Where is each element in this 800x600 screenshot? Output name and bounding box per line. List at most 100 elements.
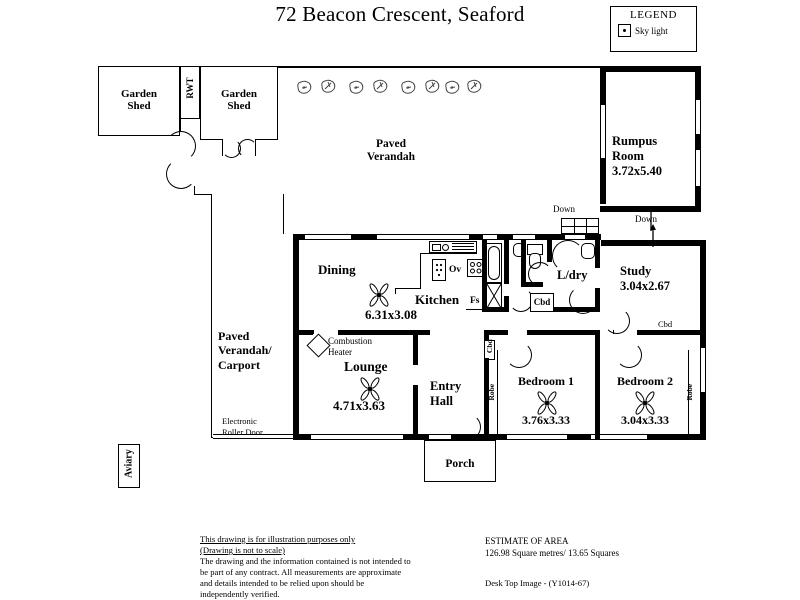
entry-door-bottom [429, 434, 453, 440]
legend-row-skylight: Sky light [618, 24, 696, 37]
lounge-wall-right-b [413, 385, 418, 440]
house-wall-top-d [497, 234, 515, 240]
rumpus-wall-left-a [600, 66, 606, 111]
bedroom1-dims: 3.76x3.33 [522, 413, 570, 427]
bedroom2-dims: 3.04x3.33 [621, 413, 669, 427]
rumpus-room-label: Rumpus Room 3.72x5.40 [612, 134, 662, 178]
sink-bowl-left [432, 243, 441, 251]
hall-top-wall-b [527, 330, 600, 335]
bedroom2-label: Bedroom 2 [616, 374, 674, 388]
roller-door-opening [213, 434, 293, 439]
shrub-icon [372, 79, 389, 94]
bedroom2-door-arc [616, 342, 642, 368]
ceiling-fan-icon [537, 391, 557, 415]
wc-window-top [513, 234, 537, 240]
disclaimer-line-1: This drawing is for illustration purpose… [200, 534, 356, 544]
combustion-heater-label: Combustion Heater [328, 336, 373, 357]
disclaimer-body: The drawing and the information containe… [200, 556, 411, 599]
garden-shed-1 [98, 66, 180, 136]
house-wall-top-a [293, 234, 307, 240]
study-door-arc [604, 308, 630, 334]
rumpus-wall-left-c [600, 174, 606, 204]
house-wall-top-c [469, 234, 485, 240]
porch-label: Porch [445, 458, 475, 470]
study-wall-top [601, 240, 701, 246]
east-wall-b [700, 332, 706, 350]
lounge-wall-right-a [413, 335, 418, 365]
house-wall-top-f [585, 234, 601, 240]
kitchen-label: Kitchen [415, 292, 460, 307]
laundry-wall-right-b [595, 288, 600, 312]
paved-verandah-label: Paved Verandah [366, 138, 416, 163]
robe-label-bedroom2: Robe [684, 383, 694, 401]
laundry-door-arc-2 [569, 286, 597, 314]
estimate-heading: ESTIMATE OF AREA [485, 536, 569, 546]
rumpus-window-right-b [695, 150, 701, 188]
study-label: Study 3.04x2.67 [620, 264, 670, 293]
disclaimer-line-2: (Drawing is not to scale) [200, 545, 285, 555]
hall-top-wall-c [637, 330, 706, 335]
rumpus-wall-left-b [600, 158, 606, 176]
oven-label: Ov [449, 265, 462, 275]
bath-wall-left [482, 240, 487, 312]
shower-cross-icon [486, 283, 502, 309]
combustion-heater-icon [306, 333, 331, 358]
rumpus-window-right-a [695, 100, 701, 136]
legend-box: LEGEND Sky light [610, 6, 697, 52]
rumpus-wall-top [600, 66, 701, 72]
wc-door-arc [528, 262, 552, 286]
ceiling-fan-icon [369, 283, 389, 307]
cupboard-hallway [530, 293, 554, 312]
lounge-label: Lounge [344, 359, 388, 374]
house-wall-left [293, 234, 299, 440]
bedroom1-label: Bedroom 1 [517, 374, 575, 388]
dining-window-top [305, 234, 353, 240]
shrub-icon [348, 80, 365, 95]
house-wall-top-b [351, 234, 379, 240]
sky-light-icon [618, 24, 631, 37]
wc-wall-bottom [521, 282, 543, 287]
entry-door-arc [455, 414, 481, 440]
bath-wall-right-b [504, 296, 509, 312]
lounge-wall-top-a [299, 330, 313, 335]
cupboard-label-study: Cbd [658, 319, 673, 329]
robe-label-bedroom1: Robe [486, 383, 496, 401]
wc-wall-left [521, 240, 526, 286]
dining-label: Dining [318, 262, 356, 277]
rumpus-window-left [600, 105, 606, 160]
ldry-window-top [565, 234, 587, 240]
house-wall-top-e [535, 234, 567, 240]
estimate-value: 126.98 Square metres/ 13.65 Squares [485, 548, 619, 559]
porch [424, 440, 496, 482]
house-wall-bottom-e [567, 434, 593, 440]
bedroom2-window-bottom [591, 434, 649, 440]
estimate-block: ESTIMATE OF AREA 126.98 Square metres/ 1… [485, 535, 715, 559]
aviary-label: Aviary [123, 449, 135, 478]
aviary [118, 444, 140, 488]
hall-top-wall-a [484, 330, 508, 335]
shrub-icon [320, 79, 337, 94]
ceiling-fan-icon [635, 391, 655, 415]
rumpus-wall-right-a [695, 66, 701, 102]
bath-window-top [483, 234, 499, 240]
down-label-rumpus: Down [635, 214, 657, 224]
study-wall-right [700, 246, 706, 326]
legend-heading: LEGEND [630, 9, 677, 21]
desktop-image-label: Desk Top Image - (Y1014-67) [485, 578, 590, 588]
house-wall-bottom-a [293, 434, 313, 440]
cooktop-burners-icon [470, 262, 482, 274]
shrub-icon [296, 80, 313, 95]
garden-shed-2-label: Garden Shed [220, 88, 258, 113]
oven-detail-icon [435, 263, 443, 277]
roller-door-label: Electronic Roller Door [222, 416, 263, 437]
bath-inner [488, 246, 500, 280]
oven-icon [432, 259, 446, 281]
laundry-wall-right-a [595, 240, 600, 268]
cupboard-label-hallway: Cbd [533, 297, 551, 307]
house-wall-bottom-d [487, 434, 509, 440]
rwt-label: RWT [184, 77, 195, 99]
lounge-dims: 4.71x3.63 [333, 398, 385, 413]
down-arrow-study-icon [648, 206, 654, 231]
study-wall-right-a [700, 240, 706, 248]
